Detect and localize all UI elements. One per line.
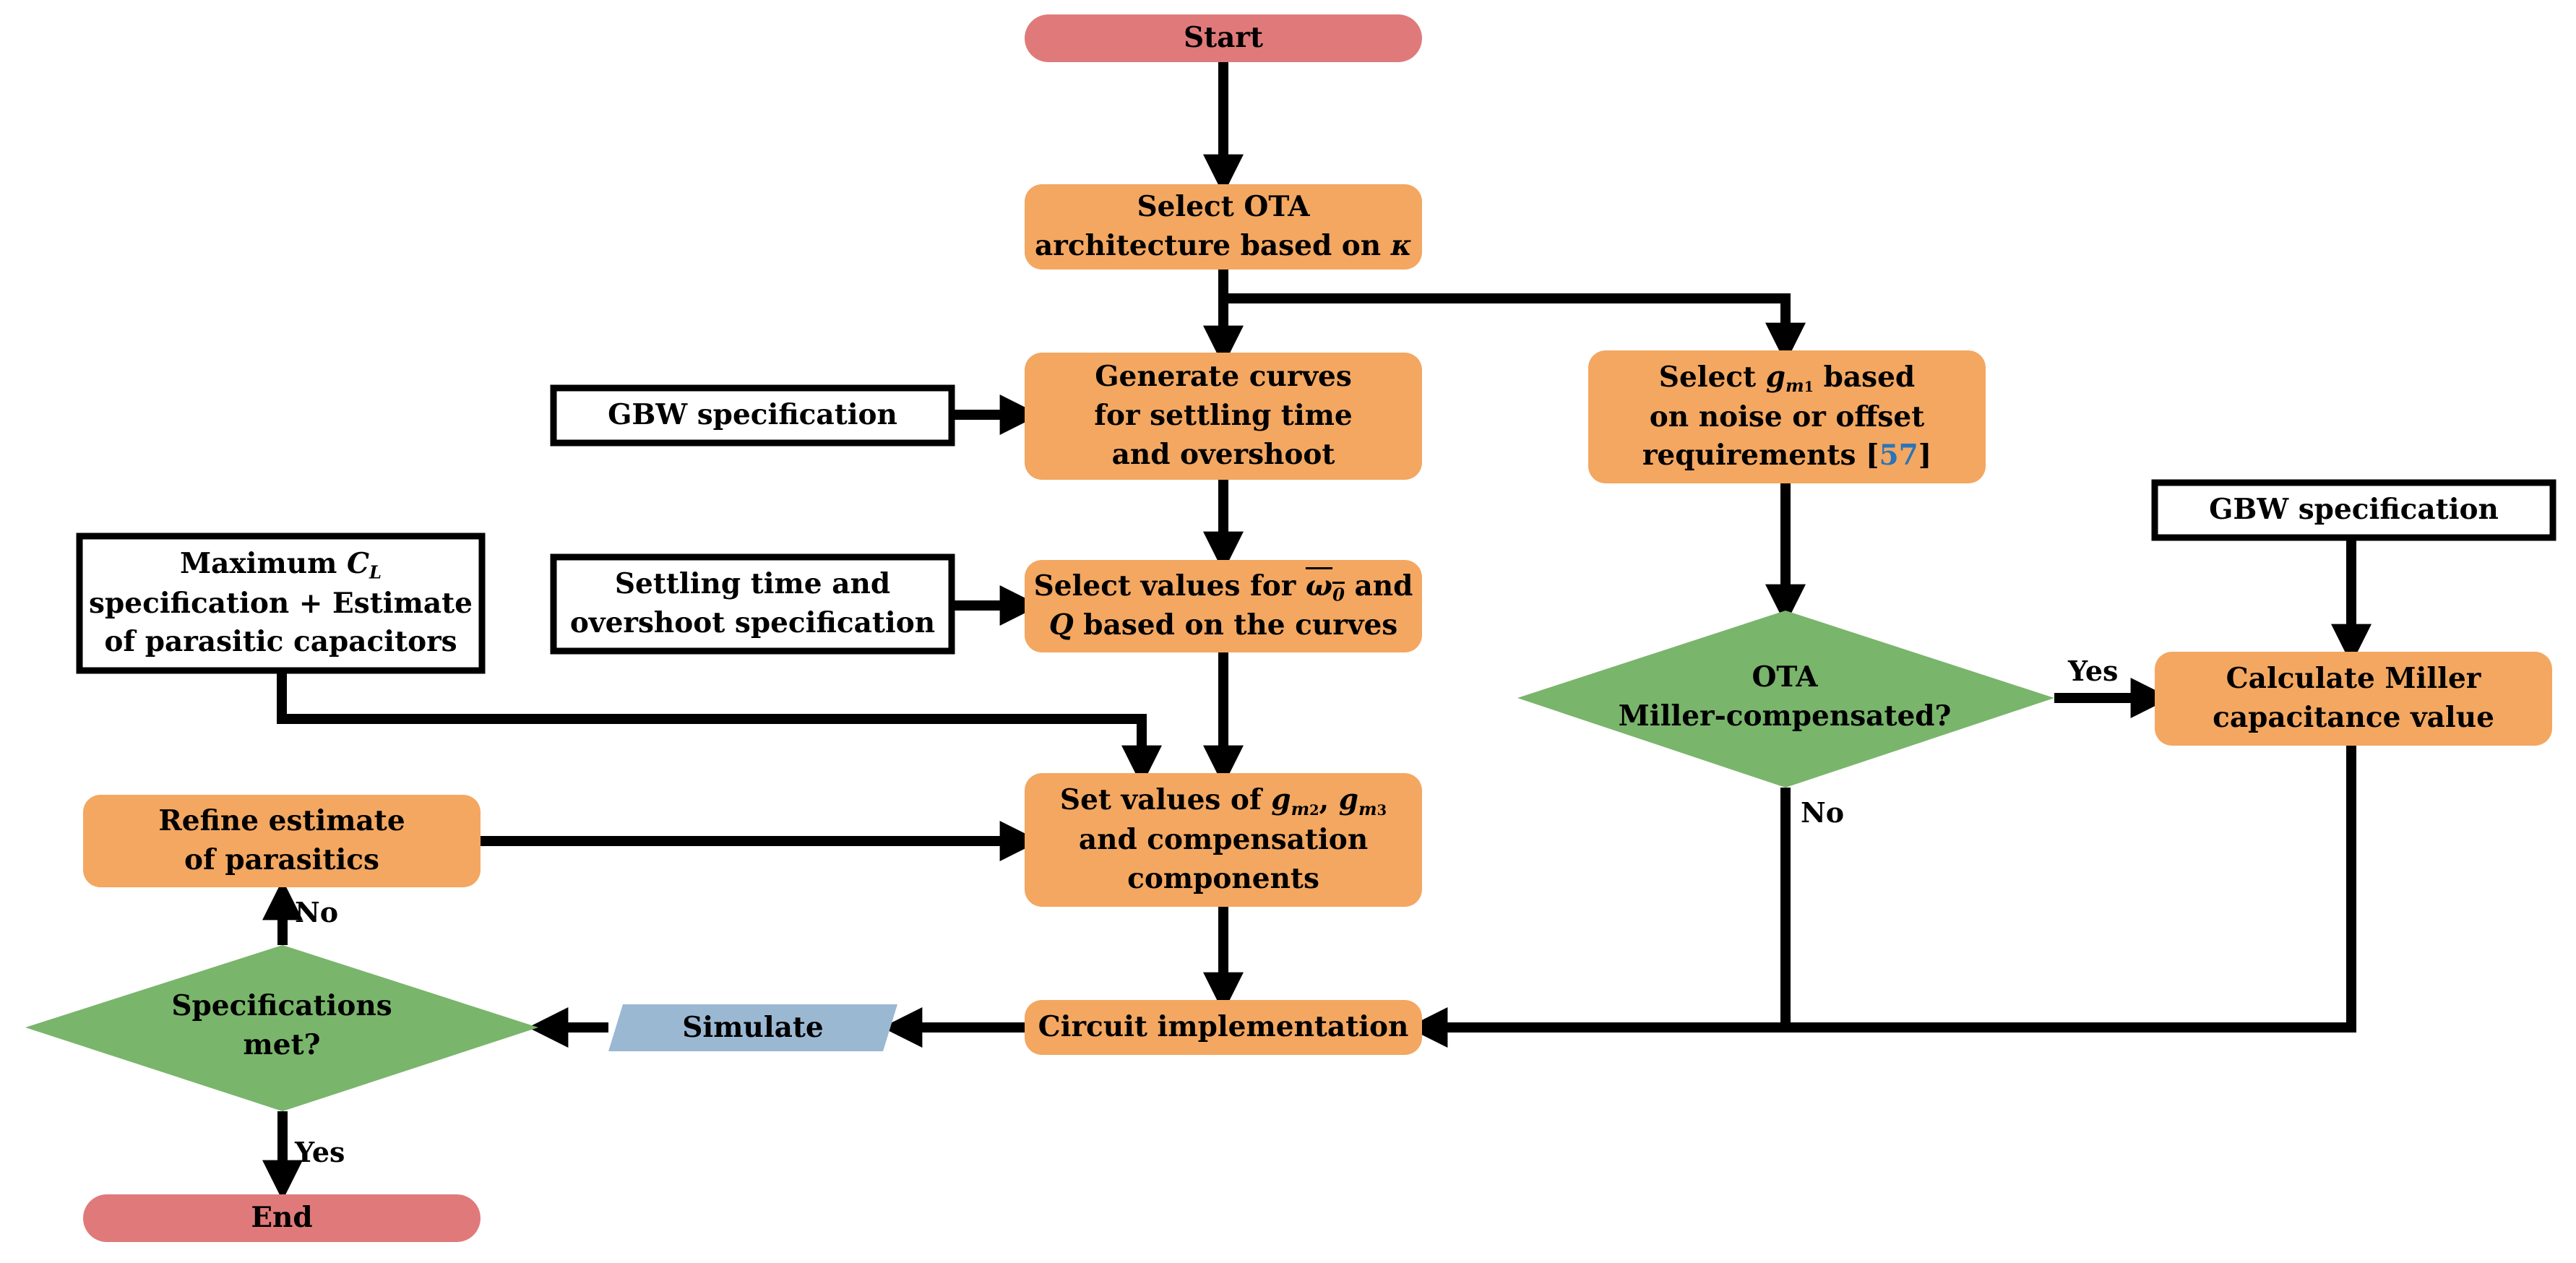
settling-spec-label: Settling time and overshoot specificatio… xyxy=(569,567,936,639)
select-ota-box xyxy=(1025,184,1422,270)
end-terminal xyxy=(83,1194,481,1242)
refine-label: Refine estimate of parasitics xyxy=(158,804,405,876)
refine-box xyxy=(83,795,481,887)
gbw-spec-left-box xyxy=(550,384,955,447)
edge-label-spec-no: No xyxy=(295,896,339,928)
select-gm1-box xyxy=(1588,350,1986,483)
edge-select-ota-to-select-gm1 xyxy=(1223,293,1806,363)
max-cl-box xyxy=(76,533,486,674)
circuit-impl-box xyxy=(1025,1000,1422,1055)
set-values-box xyxy=(1025,773,1422,907)
citation-link[interactable]: 57 xyxy=(1879,439,1918,473)
start-label: Start xyxy=(1183,21,1263,55)
start-terminal xyxy=(1025,14,1422,62)
set-values-label: Set values of gm2, gm3 and compensation … xyxy=(1059,783,1387,895)
gbw-spec-right-box xyxy=(2151,479,2556,541)
ota-miller-decision xyxy=(1517,611,2054,788)
ota-miller-label: OTA Miller-compensated? xyxy=(1618,660,1952,733)
gbw-spec-right-label: GBW specification xyxy=(2209,493,2499,527)
end-label: End xyxy=(251,1201,313,1235)
spec-met-decision xyxy=(25,945,538,1111)
edge-label-miller-yes: Yes xyxy=(2068,655,2119,687)
edge-label-spec-yes: Yes xyxy=(295,1136,345,1168)
select-gm1-label: Select gm1 based on noise or offset requ… xyxy=(1642,360,1932,473)
select-ota-label: Select OTA architecture based on κ xyxy=(1035,190,1412,262)
edge-label-miller-no: No xyxy=(1801,796,1845,829)
edge-calc-miller-to-circuit-impl xyxy=(1407,744,2356,1048)
max-cl-label: Maximum CL specification + Estimate of p… xyxy=(89,546,473,659)
settling-spec-box xyxy=(550,553,955,655)
spec-met-label: Specifications met? xyxy=(171,989,392,1061)
edge-max-cl-to-set-values xyxy=(277,671,1162,786)
simulate-io xyxy=(608,1004,897,1051)
circuit-impl-label: Circuit implementation xyxy=(1038,1010,1409,1044)
generate-curves-box xyxy=(1025,353,1422,480)
gbw-spec-left-label: GBW specification xyxy=(608,398,897,432)
generate-curves-label: Generate curves for settling time and ov… xyxy=(1094,360,1353,471)
simulate-label: Simulate xyxy=(682,1010,824,1044)
calc-miller-box xyxy=(2155,652,2552,746)
kappa-symbol: κ xyxy=(1390,229,1412,262)
select-values-label: Select values for ω0 and Q based on the … xyxy=(1033,569,1413,642)
calc-miller-label: Calculate Miller capacitance value xyxy=(2213,662,2494,734)
select-values-box xyxy=(1025,560,1422,652)
